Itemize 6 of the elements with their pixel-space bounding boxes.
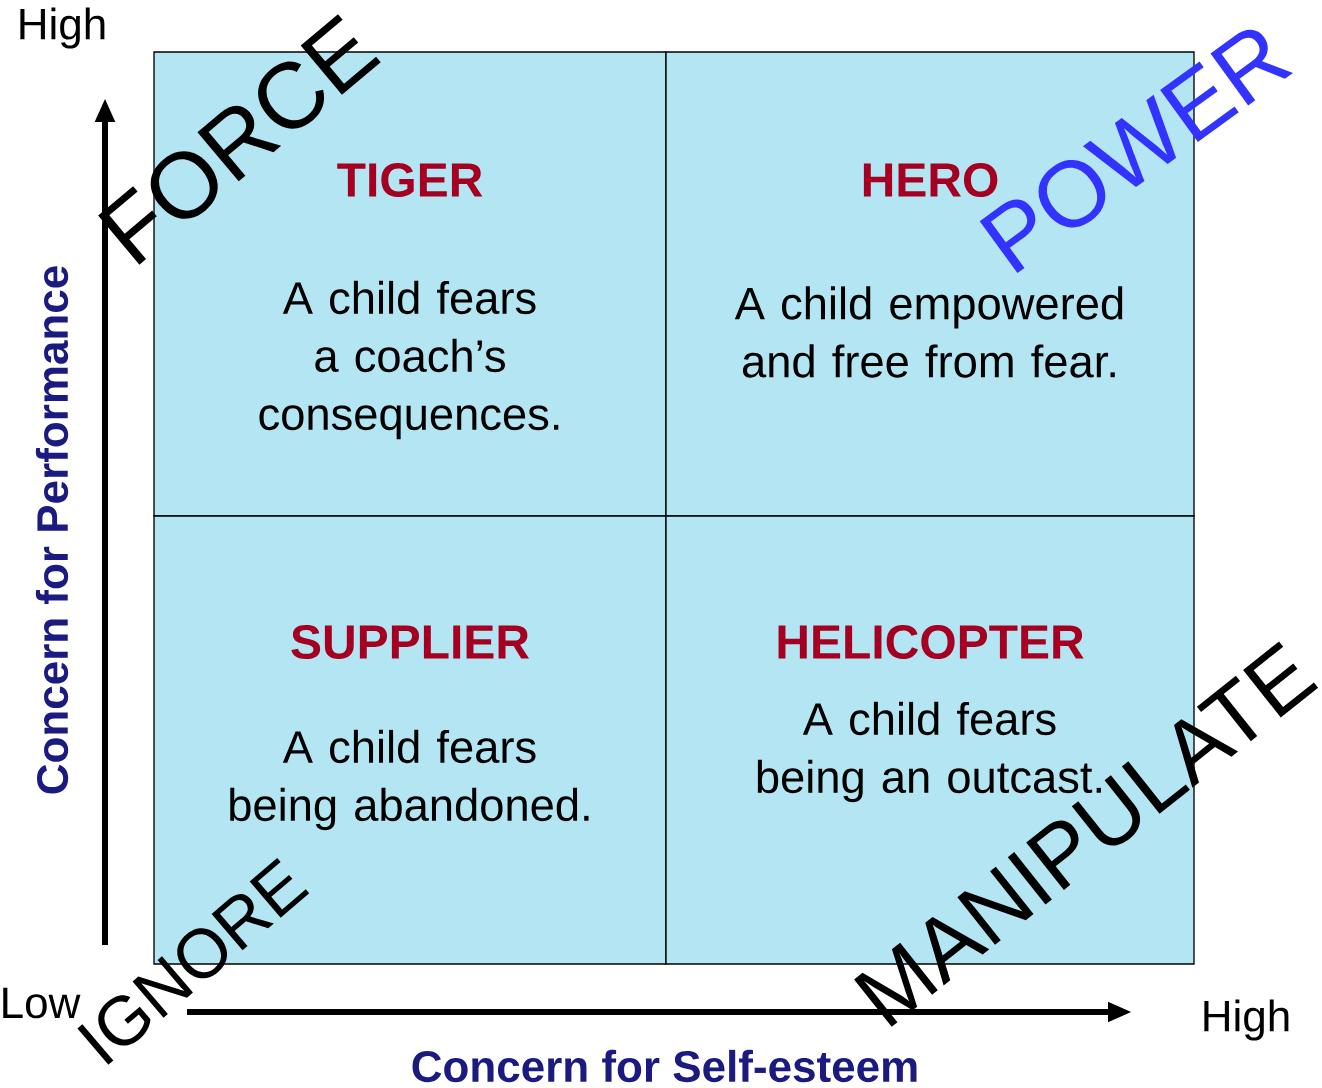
axis-title: Concern for Performance <box>35 266 69 794</box>
axis-title: Concern for Self-esteem <box>412 1049 917 1083</box>
quadrant-description: A child fears a coach’s consequences. <box>259 280 559 440</box>
quadrant-heading: SUPPLIER <box>291 625 530 659</box>
quadrant-description: A child empowered and free from fear. <box>734 286 1123 378</box>
quadrant-description: A child fears being abandoned. <box>230 729 589 831</box>
